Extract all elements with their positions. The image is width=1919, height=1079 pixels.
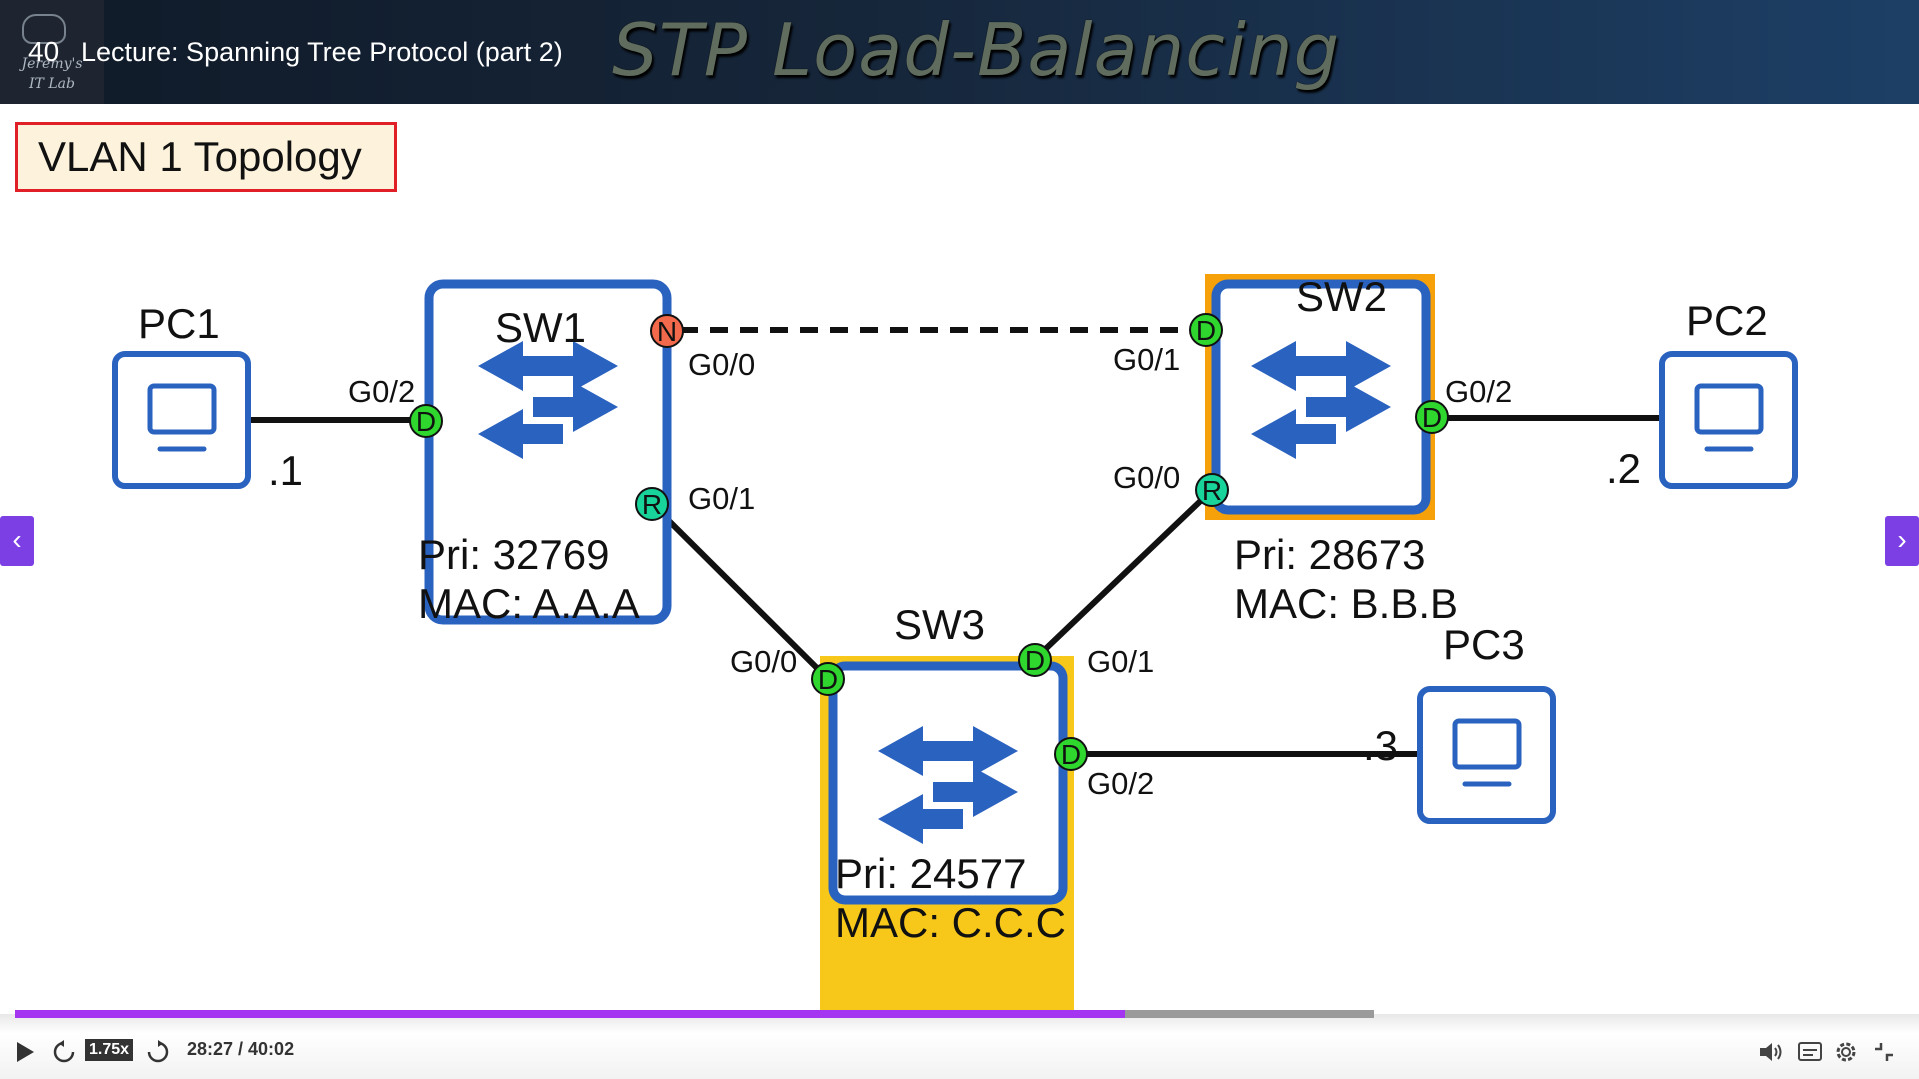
pc3-name: PC3 <box>1443 621 1525 668</box>
pc2-body <box>1659 351 1798 489</box>
monitor-icon <box>1694 383 1764 452</box>
port-state-sw1-g02: D <box>409 404 443 438</box>
sw1-g01-label: G0/1 <box>688 481 755 516</box>
sw2-priority: Pri: 28673 <box>1234 531 1425 578</box>
port-state-sw3-g01: D <box>1018 643 1052 677</box>
sw2-g00-state: R <box>1202 475 1222 506</box>
switch-arrows-icon <box>478 341 618 459</box>
captions-icon[interactable] <box>1797 1041 1823 1063</box>
sw3-g00-label: G0/0 <box>730 644 797 679</box>
pc3-body <box>1417 686 1556 824</box>
chevron-left-icon: ‹ <box>12 524 22 555</box>
settings-icon[interactable] <box>1833 1039 1859 1065</box>
pc1-body <box>112 351 251 489</box>
switch-arrows-icon <box>878 726 1018 844</box>
port-state-sw2-g02: D <box>1415 400 1449 434</box>
progress-bar[interactable] <box>15 1010 1374 1018</box>
port-state-sw1-g00: N <box>650 314 684 348</box>
monitor-icon <box>147 383 217 452</box>
switch-sw3 <box>820 656 1074 1014</box>
port-state-sw1-g01: R <box>635 487 669 521</box>
time-display: 28:27 / 40:02 <box>187 1039 295 1059</box>
sw1-g00-label: G0/0 <box>688 347 755 382</box>
pc1-ip: .1 <box>268 447 303 494</box>
progress-fill <box>15 1010 1126 1018</box>
sw2-g00-label: G0/0 <box>1113 460 1180 495</box>
sw2-g01-state: D <box>1196 315 1216 346</box>
player-controls <box>0 1014 1919 1079</box>
pc2-name: PC2 <box>1686 297 1768 344</box>
sw2-g01-label: G0/1 <box>1113 342 1180 377</box>
sw1-priority: Pri: 32769 <box>418 531 609 578</box>
sw1-g01-state: R <box>642 489 662 520</box>
sw1-mac: MAC: A.A.A <box>418 580 640 627</box>
sw1-g02-label: G0/2 <box>348 374 415 409</box>
topology-label: VLAN 1 Topology <box>15 122 397 192</box>
switch-arrows-icon <box>1251 341 1391 459</box>
chevron-right-icon: › <box>1897 524 1907 555</box>
switch-sw1 <box>424 279 672 625</box>
sw3-g01-state: D <box>1025 645 1045 676</box>
playback-speed-button[interactable]: 1.75x <box>85 1039 134 1061</box>
slide-heading: STP Load-Balancing <box>612 8 1341 92</box>
sw3-g02-label: G0/2 <box>1087 766 1154 801</box>
pc3-ip: .3 <box>1363 722 1398 769</box>
slide-area: VLAN 1 Topology <box>0 104 1919 1014</box>
sw2-name: SW2 <box>1296 273 1387 320</box>
pc3 <box>1417 686 1556 824</box>
sw3-name: SW3 <box>894 601 985 648</box>
port-state-sw2-g00: R <box>1195 473 1229 507</box>
sw1-name: SW1 <box>495 304 586 351</box>
sw3-g00-state: D <box>818 664 838 695</box>
link-sw2-sw3 <box>1032 487 1215 662</box>
sw3-g01-label: G0/1 <box>1087 644 1154 679</box>
fullscreen-exit-icon[interactable] <box>1872 1040 1896 1064</box>
lecture-title: Lecture: Spanning Tree Protocol (part 2) <box>81 37 563 67</box>
sw3-priority: Pri: 24577 <box>835 850 1026 897</box>
next-arrow-button[interactable]: › <box>1885 516 1919 566</box>
play-icon[interactable] <box>14 1040 36 1064</box>
monitor-icon <box>1452 718 1522 787</box>
pc1 <box>112 351 251 489</box>
pc2-ip: .2 <box>1606 445 1641 492</box>
pc2 <box>1659 351 1798 489</box>
volume-icon[interactable] <box>1758 1040 1784 1064</box>
port-state-sw2-g01: D <box>1189 313 1223 347</box>
rewind-icon[interactable] <box>52 1040 76 1064</box>
logo-line2: IT Lab <box>29 76 75 92</box>
pc1-name: PC1 <box>138 300 220 347</box>
sw1-g00-state: N <box>657 316 677 347</box>
video-header: Jeremy's IT Lab 40 Lecture: Spanning Tre… <box>0 0 1919 104</box>
sw2-mac: MAC: B.B.B <box>1234 580 1458 627</box>
sw3-g02-state: D <box>1061 739 1081 770</box>
cloud-brain-icon <box>22 14 66 44</box>
port-state-sw3-g02: D <box>1054 737 1088 771</box>
logo-line1: Jeremy's <box>21 56 83 72</box>
previous-arrow-button[interactable]: ‹ <box>0 516 34 566</box>
sw2-g02-state: D <box>1422 402 1442 433</box>
jeremys-it-lab-logo: Jeremy's IT Lab <box>0 0 104 104</box>
forward-icon[interactable] <box>146 1040 170 1064</box>
link-sw1-sw3 <box>649 501 831 682</box>
switch-sw2 <box>1205 274 1435 520</box>
sw3-mac: MAC: C.C.C <box>835 899 1066 946</box>
stp-topology-diagram: SW1 SW2 SW3 PC1 PC2 PC3 .1 .2 .3 Pri: 32… <box>112 273 1798 1014</box>
sw2-g02-label: G0/2 <box>1445 374 1512 409</box>
sw1-g02-state: D <box>416 406 436 437</box>
port-state-sw3-g00: D <box>811 662 845 696</box>
lecture-number: 40 <box>28 36 60 67</box>
